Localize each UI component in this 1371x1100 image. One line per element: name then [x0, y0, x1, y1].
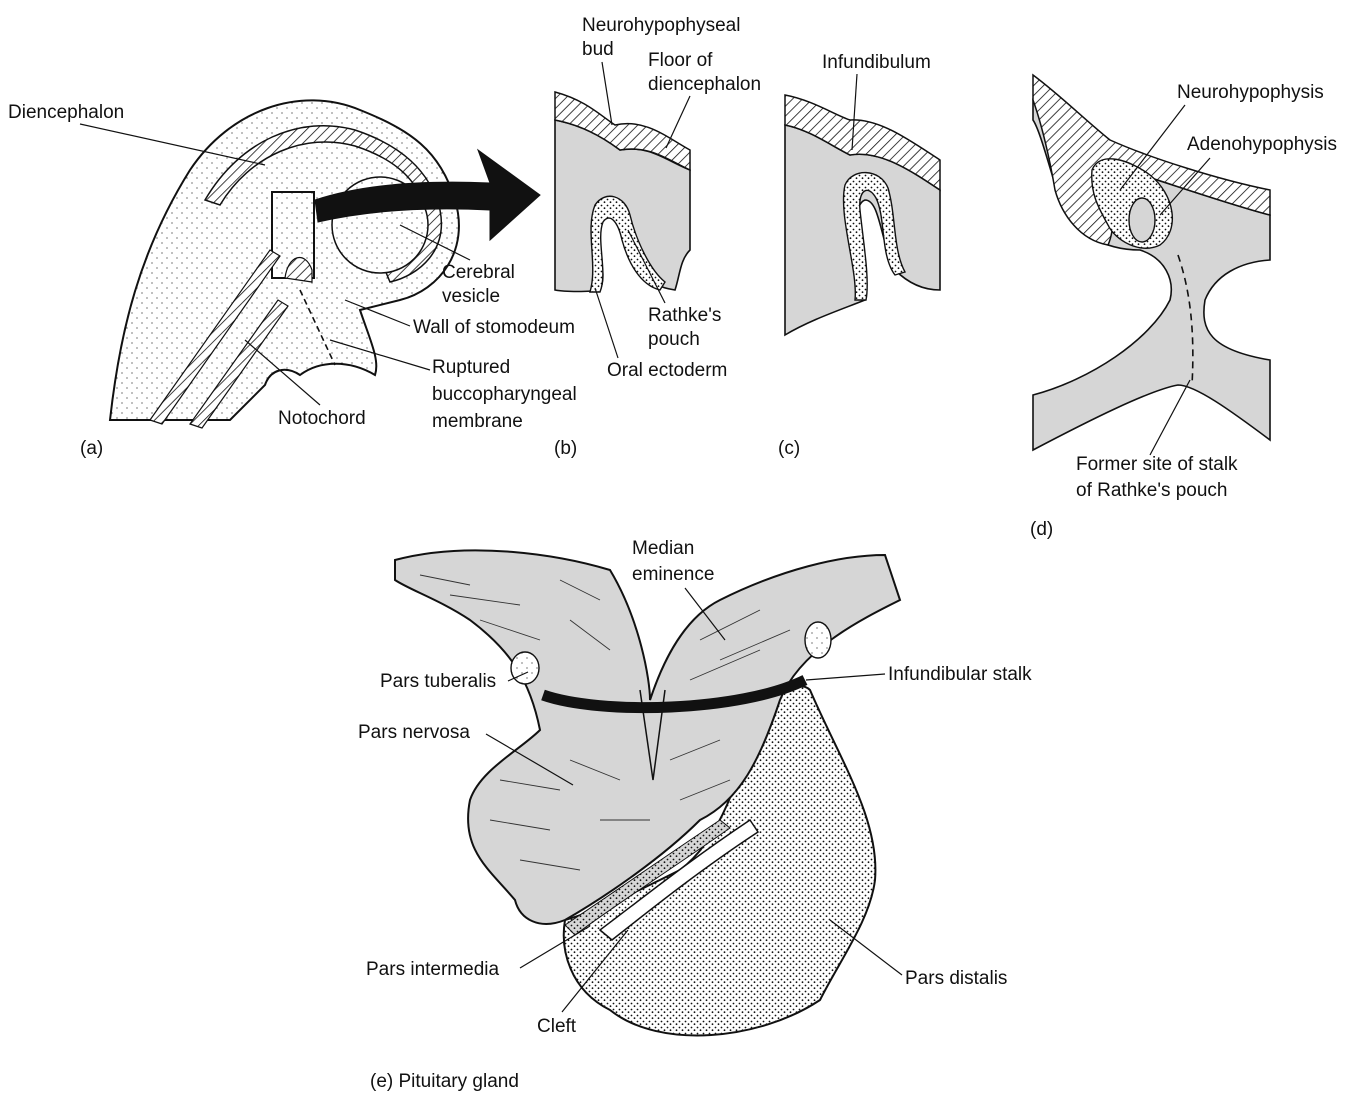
label-oral-ectoderm: Oral ectoderm [607, 360, 727, 381]
pars-tuberalis-right [805, 622, 831, 658]
leader-infundibular-stalk [806, 674, 885, 680]
label-floor-2: diencephalon [648, 74, 761, 95]
label-adenohypophysis: Adenohypophysis [1187, 134, 1337, 155]
label-infundibular-stalk: Infundibular stalk [888, 664, 1032, 685]
label-median-eminence-2: eminence [632, 564, 714, 585]
label-wall-of-stomodeum: Wall of stomodeum [413, 317, 575, 338]
label-cerebral-vesicle-2: vesicle [442, 286, 500, 307]
pars-tuberalis-left [511, 652, 539, 684]
label-rathke-1: Rathke's [648, 305, 721, 326]
panel-a-drawing: Diencephalon Cerebral vesicle Wall of st… [8, 100, 577, 459]
caption-panel-d: (d) [1030, 519, 1053, 540]
panel-e-drawing: Median eminence Pars tuberalis Infundibu… [358, 538, 1032, 1092]
label-diencephalon: Diencephalon [8, 102, 124, 123]
label-pars-distalis: Pars distalis [905, 968, 1007, 989]
label-cleft: Cleft [537, 1016, 577, 1037]
caption-panel-b: (b) [554, 438, 577, 459]
label-rathke-2: pouch [648, 329, 700, 350]
label-median-eminence-1: Median [632, 538, 694, 559]
label-ruptured-2: buccopharyngeal [432, 384, 577, 405]
caption-panel-c: (c) [778, 438, 800, 459]
leader-oral-ectoderm [595, 288, 618, 358]
label-pars-tuberalis: Pars tuberalis [380, 671, 496, 692]
panel-b-drawing: Neurohypophyseal bud Floor of diencephal… [554, 15, 761, 459]
label-ruptured-1: Ruptured [432, 357, 510, 378]
panel-d-cavity [1129, 198, 1155, 242]
label-former-site-2: of Rathke's pouch [1076, 480, 1228, 501]
label-neurohypophysis: Neurohypophysis [1177, 82, 1324, 103]
panel-c-drawing: Infundibulum (c) [778, 52, 940, 459]
leader-neuro-bud [602, 62, 612, 125]
label-pars-nervosa: Pars nervosa [358, 722, 470, 743]
label-floor-1: Floor of [648, 50, 713, 71]
caption-panel-e: (e) Pituitary gland [370, 1071, 519, 1092]
label-former-site-1: Former site of stalk [1076, 454, 1238, 475]
label-cerebral-vesicle-1: Cerebral [442, 262, 515, 283]
caption-panel-a: (a) [80, 438, 103, 459]
label-notochord: Notochord [278, 408, 366, 429]
panel-d-drawing: Neurohypophysis Adenohypophysis Former s… [1030, 75, 1337, 540]
leader-floor [666, 96, 690, 148]
label-ruptured-3: membrane [432, 411, 523, 432]
label-infundibulum: Infundibulum [822, 52, 931, 73]
label-neuro-bud-2: bud [582, 39, 614, 60]
label-pars-intermedia: Pars intermedia [366, 959, 499, 980]
label-neuro-bud-1: Neurohypophyseal [582, 15, 740, 36]
